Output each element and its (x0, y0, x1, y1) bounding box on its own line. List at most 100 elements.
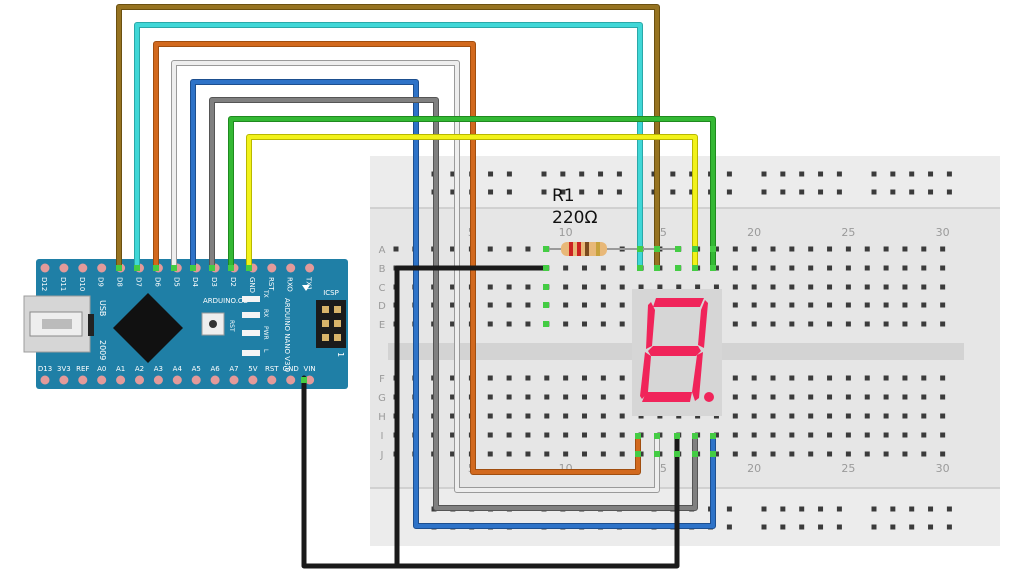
breadboard-hole[interactable] (582, 284, 587, 290)
breadboard-hole[interactable] (582, 375, 587, 381)
header-pin-bottom[interactable] (191, 375, 201, 385)
breadboard-hole[interactable] (732, 451, 738, 457)
breadboard-hole[interactable] (506, 321, 512, 327)
breadboard-hole[interactable] (600, 284, 606, 290)
breadboard-hole[interactable] (487, 246, 493, 252)
breadboard-hole[interactable] (732, 394, 738, 400)
breadboard-hole[interactable] (544, 375, 550, 381)
breadboard-hole[interactable] (902, 451, 908, 457)
rail-hole[interactable] (871, 171, 877, 177)
rail-hole[interactable] (799, 171, 805, 177)
breadboard-hole[interactable] (902, 432, 908, 438)
breadboard-hole[interactable] (487, 284, 493, 290)
breadboard-hole[interactable] (921, 321, 927, 327)
rail-hole[interactable] (726, 524, 732, 530)
rail-hole[interactable] (488, 189, 494, 195)
breadboard-hole[interactable] (713, 451, 719, 457)
header-pin-top[interactable] (59, 263, 69, 273)
rail-hole[interactable] (506, 171, 512, 177)
breadboard-hole[interactable] (619, 321, 625, 327)
breadboard-hole[interactable] (827, 321, 833, 327)
breadboard-hole[interactable] (619, 394, 625, 400)
rail-hole[interactable] (946, 189, 952, 195)
breadboard-hole[interactable] (827, 284, 833, 290)
breadboard-hole[interactable] (450, 394, 456, 400)
breadboard-hole[interactable] (450, 284, 456, 290)
breadboard-hole[interactable] (940, 321, 946, 327)
rail-hole[interactable] (780, 189, 786, 195)
breadboard-hole[interactable] (808, 394, 814, 400)
rail-hole[interactable] (689, 189, 695, 195)
breadboard-hole[interactable] (732, 321, 738, 327)
rail-hole[interactable] (928, 524, 934, 530)
breadboard-hole[interactable] (732, 302, 738, 308)
breadboard-hole[interactable] (864, 302, 870, 308)
breadboard-hole[interactable] (845, 246, 851, 252)
breadboard-hole[interactable] (751, 265, 757, 271)
breadboard-hole[interactable] (808, 413, 814, 419)
breadboard-hole[interactable] (525, 394, 531, 400)
rail-hole[interactable] (946, 506, 952, 512)
rail-hole[interactable] (560, 171, 566, 177)
breadboard-hole[interactable] (563, 375, 569, 381)
rail-hole[interactable] (780, 171, 786, 177)
rail-hole[interactable] (946, 171, 952, 177)
breadboard-hole[interactable] (921, 451, 927, 457)
breadboard-hole[interactable] (732, 265, 738, 271)
rail-hole[interactable] (909, 171, 915, 177)
breadboard-hole[interactable] (902, 246, 908, 252)
breadboard-hole[interactable] (827, 451, 833, 457)
header-pin-bottom[interactable] (286, 375, 296, 385)
breadboard-hole[interactable] (808, 302, 814, 308)
breadboard-hole[interactable] (921, 302, 927, 308)
header-pin-bottom[interactable] (97, 375, 107, 385)
breadboard-hole[interactable] (563, 413, 569, 419)
breadboard-hole[interactable] (808, 451, 814, 457)
rail-hole[interactable] (616, 171, 622, 177)
breadboard-hole[interactable] (883, 246, 889, 252)
header-pin-bottom[interactable] (135, 375, 144, 385)
breadboard-hole[interactable] (487, 302, 493, 308)
breadboard-hole[interactable] (770, 246, 776, 252)
breadboard-hole[interactable] (789, 284, 795, 290)
rail-hole[interactable] (890, 506, 896, 512)
rail-hole[interactable] (836, 171, 842, 177)
breadboard-hole[interactable] (544, 432, 550, 438)
breadboard-hole[interactable] (600, 413, 606, 419)
rail-hole[interactable] (761, 171, 767, 177)
breadboard-hole[interactable] (563, 432, 569, 438)
breadboard-hole[interactable] (563, 284, 569, 290)
breadboard-hole[interactable] (789, 413, 795, 419)
breadboard-hole[interactable] (921, 284, 927, 290)
header-pin-bottom[interactable] (267, 375, 277, 385)
breadboard-hole[interactable] (657, 284, 663, 290)
breadboard-hole[interactable] (506, 375, 512, 381)
breadboard-hole[interactable] (845, 265, 851, 271)
rail-hole[interactable] (818, 171, 824, 177)
breadboard-hole[interactable] (827, 394, 833, 400)
breadboard-hole[interactable] (582, 265, 587, 271)
breadboard-hole[interactable] (789, 321, 795, 327)
rail-hole[interactable] (836, 524, 842, 530)
rail-hole[interactable] (598, 171, 604, 177)
breadboard-hole[interactable] (921, 265, 927, 271)
breadboard-hole[interactable] (827, 432, 833, 438)
breadboard-hole[interactable] (921, 246, 927, 252)
breadboard-hole[interactable] (563, 302, 569, 308)
breadboard-hole[interactable] (525, 432, 531, 438)
breadboard-hole[interactable] (827, 375, 833, 381)
breadboard-hole[interactable] (845, 432, 851, 438)
breadboard-hole[interactable] (582, 432, 587, 438)
breadboard-hole[interactable] (751, 246, 757, 252)
breadboard-hole[interactable] (940, 394, 946, 400)
breadboard-hole[interactable] (525, 413, 531, 419)
rail-hole[interactable] (890, 171, 896, 177)
breadboard-hole[interactable] (732, 246, 738, 252)
breadboard-hole[interactable] (902, 265, 908, 271)
breadboard-hole[interactable] (732, 375, 738, 381)
breadboard-hole[interactable] (902, 284, 908, 290)
breadboard-hole[interactable] (506, 302, 512, 308)
breadboard-hole[interactable] (940, 375, 946, 381)
rail-hole[interactable] (670, 189, 676, 195)
header-pin-bottom[interactable] (210, 375, 220, 385)
